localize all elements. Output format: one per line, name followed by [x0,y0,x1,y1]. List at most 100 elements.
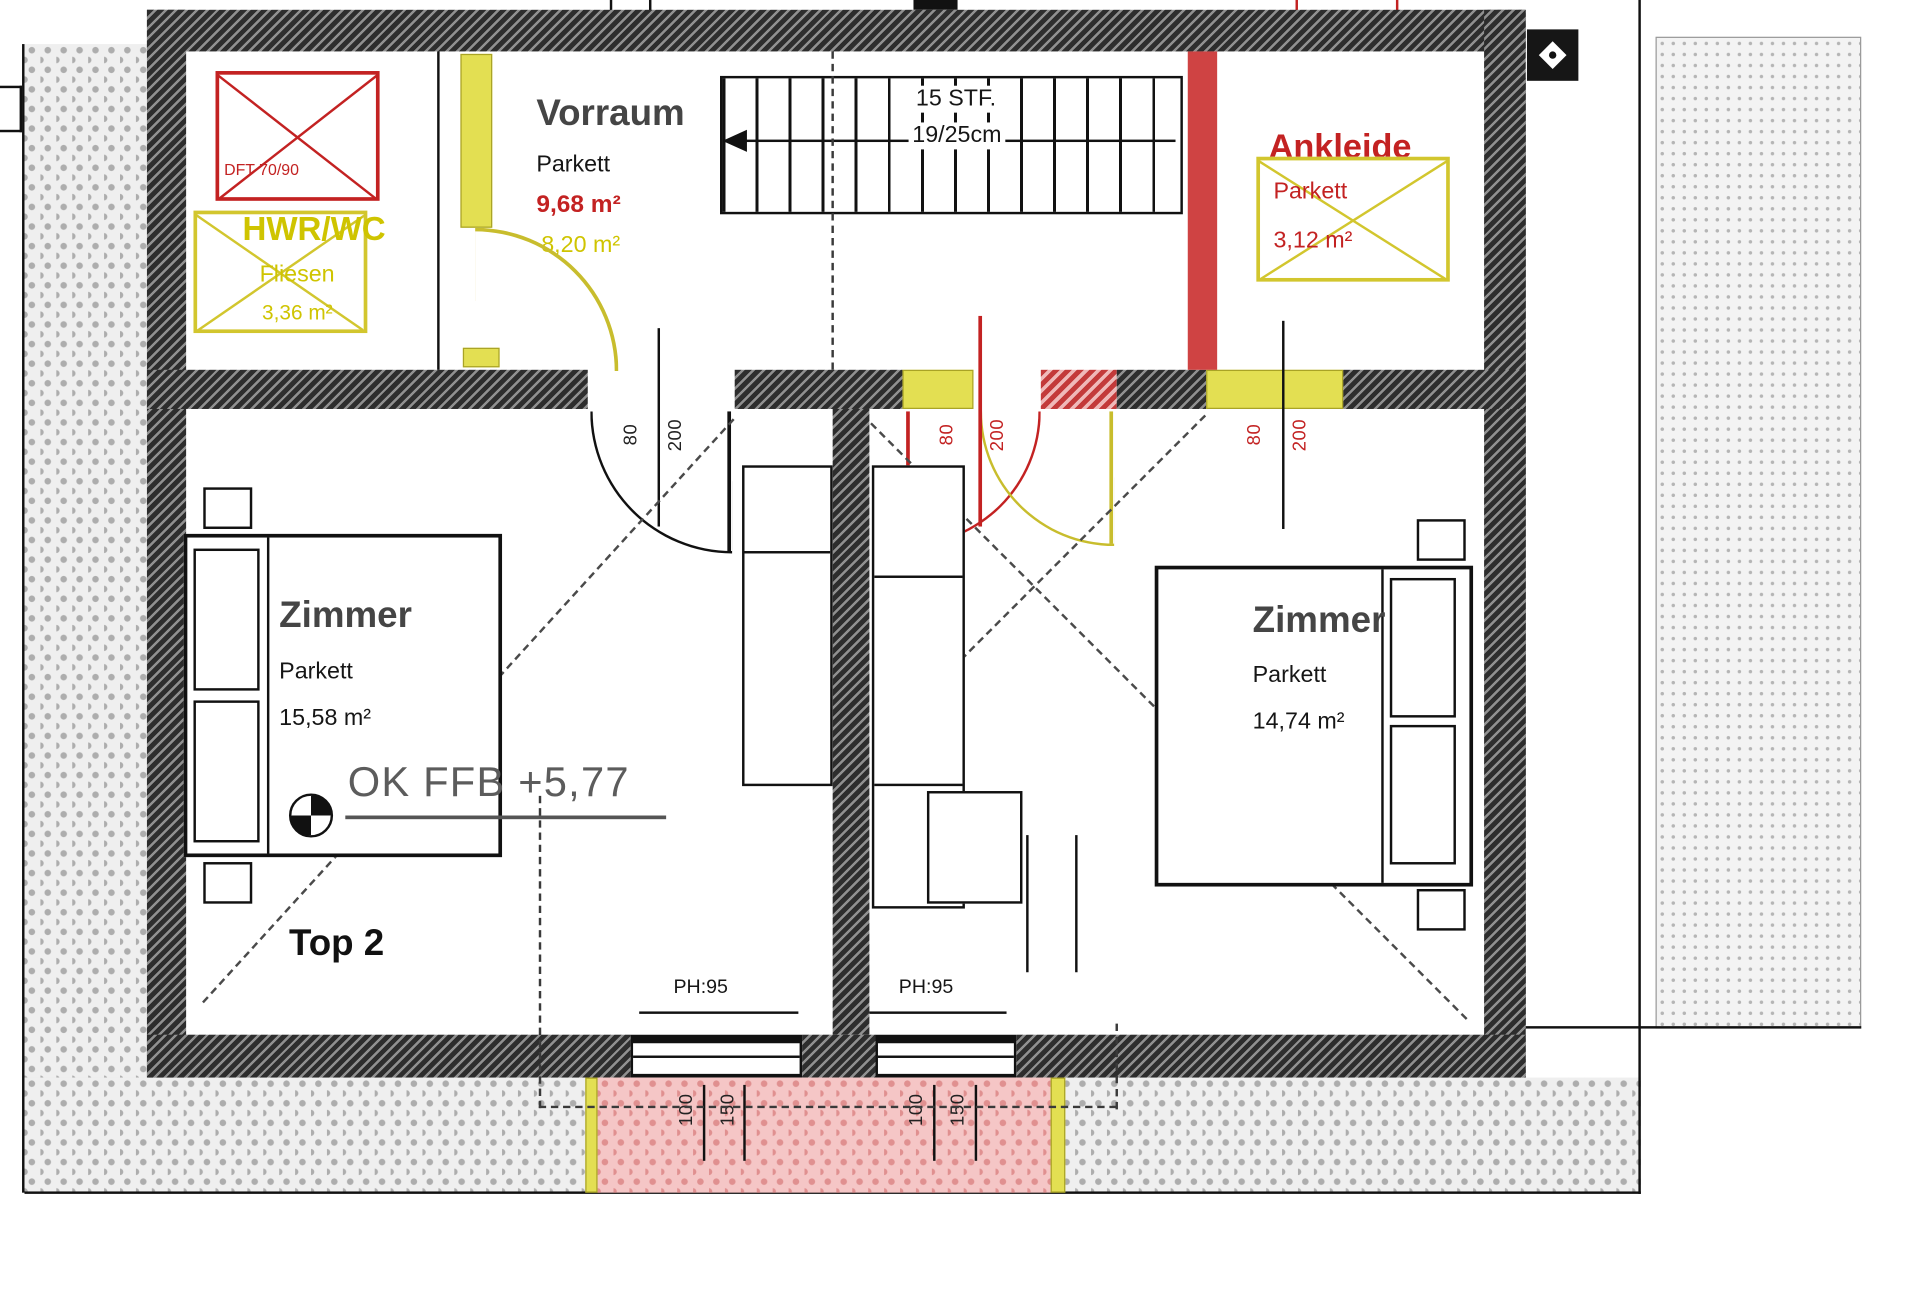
door-left-width-dim: 80 [620,423,642,446]
door-left-dim-line [657,328,661,527]
room-label-hwrwc: HWR/WC [242,210,386,248]
wall-middle-red-seg [1040,369,1117,409]
wall-bottom-seg3 [1016,1034,1526,1078]
window-left-dim-b: 150 [717,1093,739,1126]
wall-left [146,9,187,1078]
window-left [630,1034,803,1078]
door-center-width-dim: 80 [936,423,958,446]
window-right-dim-tick-2 [974,1084,978,1161]
nightstand-left-top [203,487,253,529]
closet-left-room [742,465,833,787]
wall-middle-yellow-seg1 [902,369,974,409]
balcony-below-marking [597,1077,1051,1193]
parapet-left-label: PH:95 [673,977,728,998]
hwrwc-floor-label: Fliesen [259,262,335,288]
site-line-horizontal [1525,1026,1862,1029]
wall-red-stair [1187,51,1218,370]
door-leaf-center-yellow [1109,411,1114,544]
hwrwc-symbol-box [193,210,368,334]
wall-yellow-vorraum [460,53,493,228]
stair-count-label: 15 STF. [912,85,1000,113]
parapet-left-line [639,1011,799,1014]
chimney-block [1526,29,1579,81]
door-center-height-dim: 200 [986,418,1008,452]
closet-right-inner-line-1 [874,575,963,578]
wall-bottom-seg1 [146,1034,631,1078]
wall-middle-seg3 [1116,369,1207,409]
tick-line-b [1075,835,1078,973]
terrace-stipple-area [1655,36,1862,1029]
parapet-right-label: PH:95 [898,977,954,998]
pillow-right-1 [1389,577,1456,718]
masonry-left-edge-line [22,44,25,1193]
hwrwc-area-label: 3,36 m² [262,301,333,325]
cutoff-detail-bar [913,0,958,10]
wall-middle-yellow-seg2 [1206,369,1344,409]
roof-window-symbol [215,71,380,201]
vorraum-area-red-label: 9,68 m² [536,191,621,218]
cutoff-mark-side [19,85,23,133]
ankleide-floor-label: Parkett [1273,178,1348,205]
closet-left-inner-line [744,551,831,554]
nightstand-right-bottom [1416,888,1466,931]
unit-label: Top 2 [288,923,385,964]
zimmer-right-floor-label: Parkett [1252,662,1327,689]
window-left-dim-tick-1 [702,1084,706,1161]
window-left-sill-line [633,1055,800,1058]
chimney-dot-icon [1548,51,1557,59]
door-right-dim-line [1282,320,1285,529]
room-label-vorraum: Vorraum [536,93,685,134]
nightstand-left-bottom [203,862,253,904]
window-right-dim-tick-1 [933,1084,936,1161]
site-line-vertical-b [1638,0,1641,1194]
level-mark-label: OK FFB +5,77 [347,759,630,806]
tick-line-a [1026,835,1029,973]
door-arc-left [590,411,733,554]
door-leaf-left [727,411,731,552]
ankleide-area-label: 3,12 m² [1273,227,1353,254]
projection-dash-vertical-right [1115,1023,1118,1110]
window-right-dim-b: 150 [947,1093,969,1126]
parapet-right-line [869,1011,1007,1014]
pillow-left-1 [193,548,260,691]
ankleide-symbol-box [1256,156,1450,282]
hwr-divider-line [437,51,440,370]
balcony-edge-yellow-right [1050,1077,1066,1193]
pillow-left-2 [193,700,260,843]
pillow-right-2 [1389,724,1456,865]
window-right-dim-a: 100 [906,1093,927,1126]
projection-dash-horizontal [538,1105,1117,1109]
masonry-strip-left [24,44,160,1193]
door-right-height-dim: 200 [1289,418,1311,452]
window-left-dim-tick-2 [743,1084,746,1161]
cutoff-mark-bottom [0,129,23,133]
window-left-dim-a: 100 [675,1093,697,1126]
wall-partition-vertical [832,408,870,1035]
wall-middle-seg1 [146,369,588,409]
level-mark-icon [288,793,334,838]
cutoff-mark-top [0,85,23,89]
window-right [875,1034,1017,1078]
wall-right [1484,9,1526,1078]
bed-left-divider-line [266,537,270,854]
vorraum-floor-label: Parkett [536,151,611,178]
wall-middle-seg2 [734,369,903,409]
stair-riser-label: 19/25cm [908,122,1006,150]
closet-right-inner-line-2 [874,783,963,787]
wall-top [146,9,1526,52]
stair-direction-arrow-icon [722,129,747,152]
door-left-height-dim: 200 [664,418,686,452]
zimmer-left-area-label: 15,58 m² [279,705,372,732]
window-right-sill-line [877,1055,1014,1058]
room-label-zimmer-right: Zimmer [1252,600,1386,641]
zimmer-left-floor-label: Parkett [279,658,353,685]
door-right-width-dim: 80 [1244,423,1265,446]
projection-dash-vertical-left [538,795,542,1109]
room-label-zimmer-left: Zimmer [279,595,412,636]
nightstand-right-top [1416,519,1466,561]
table-right-room [926,791,1023,904]
balcony-edge-yellow-left [585,1077,598,1193]
roof-window-label: DFT 70/90 [224,160,300,179]
